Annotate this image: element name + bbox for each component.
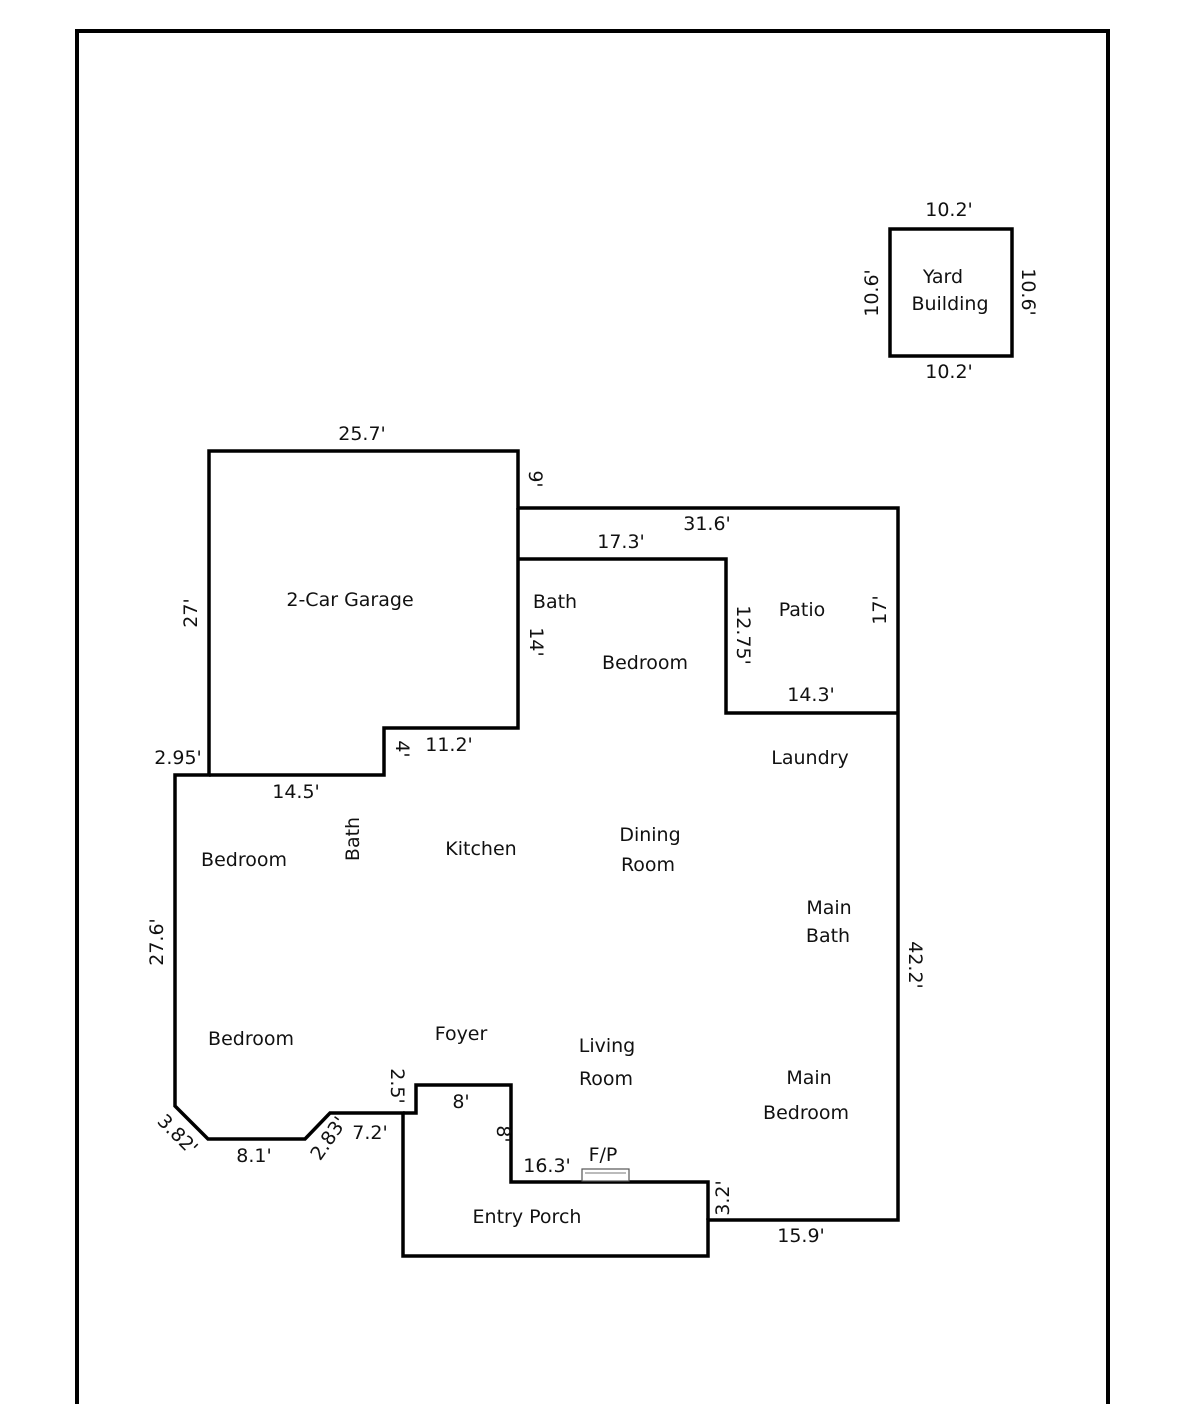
dim-bedroom-top: 17.3' <box>597 531 645 553</box>
room-label-bedroom-left-lower: Bedroom <box>208 1028 294 1050</box>
room-label-kitchen: Kitchen <box>445 838 516 860</box>
room-label-yard-building: Yard <box>922 266 963 288</box>
room-label-living-2: Room <box>579 1068 633 1090</box>
dim-right-wall: 42.2' <box>904 941 926 989</box>
dim-corner-right: 2.83' <box>306 1113 351 1165</box>
room-label-yard-building-2: Building <box>911 293 988 315</box>
dim-foyer-step: 2.5' <box>386 1068 408 1103</box>
dim-patio-top: 31.6' <box>683 513 731 535</box>
dim-porch-right: 3.2' <box>712 1180 734 1215</box>
house-outline <box>173 449 900 1258</box>
dim-garage-left: 27' <box>180 598 202 627</box>
yard-building-outline <box>888 227 1014 358</box>
fireplace-label: F/P <box>589 1144 618 1166</box>
dim-garage-right-step: 9' <box>524 470 546 487</box>
dim-yard-bottom: 10.2' <box>925 361 973 383</box>
dim-garage-bottom: 14.5' <box>272 781 320 803</box>
dim-garage-step-small: 4' <box>391 740 413 757</box>
dim-bottom-left: 8.1' <box>236 1145 271 1167</box>
garage-inner-wall <box>209 508 520 777</box>
room-label-foyer: Foyer <box>435 1023 488 1045</box>
dim-bottom-right: 15.9' <box>777 1225 825 1247</box>
fireplace-symbol <box>581 1168 630 1182</box>
room-label-bedroom-left-upper: Bedroom <box>201 849 287 871</box>
room-label-living: Living <box>579 1035 636 1057</box>
room-label-dining: Dining <box>619 824 680 846</box>
room-label-main-bedroom: Main <box>786 1067 831 1089</box>
room-label-garage: 2-Car Garage <box>286 589 413 611</box>
dim-patio-bottom: 14.3' <box>787 684 835 706</box>
dim-left-jog: 2.95' <box>154 747 202 769</box>
room-label-laundry: Laundry <box>771 747 848 769</box>
dim-yard-left: 10.6' <box>861 269 883 317</box>
room-label-patio: Patio <box>779 599 826 621</box>
dim-entry-side: 8' <box>492 1125 514 1142</box>
room-label-bedroom-upper: Bedroom <box>602 652 688 674</box>
dim-corner-left: 3.82' <box>153 1110 202 1159</box>
room-label-main-bath: Main <box>806 897 851 919</box>
dim-fireplace-wall: 16.3' <box>523 1155 571 1177</box>
dim-bottom-mid: 7.2' <box>352 1122 387 1144</box>
room-label-dining-2: Room <box>621 854 675 876</box>
dim-entry-top: 8' <box>452 1091 469 1113</box>
page-frame <box>75 29 1110 1404</box>
dim-yard-top: 10.2' <box>925 199 973 221</box>
entry-porch-wall <box>403 1083 710 1220</box>
room-label-main-bedroom-2: Bedroom <box>763 1102 849 1124</box>
bedroom-patio-wall <box>518 557 898 715</box>
dim-garage-step-width: 11.2' <box>425 734 473 756</box>
dim-patio-right: 17' <box>869 595 891 624</box>
dim-left-wall: 27.6' <box>146 918 168 966</box>
dim-bedroom-right: 12.75' <box>732 605 754 665</box>
dim-garage-top: 25.7' <box>338 423 386 445</box>
room-label-main-bath-2: Bath <box>806 925 850 947</box>
room-label-entry-porch: Entry Porch <box>473 1206 582 1228</box>
room-label-bath-left: Bath <box>342 817 364 861</box>
room-label-bath-upper: Bath <box>533 591 577 613</box>
dim-bath-right: 14' <box>525 627 547 656</box>
dim-yard-right: 10.6' <box>1017 268 1039 316</box>
